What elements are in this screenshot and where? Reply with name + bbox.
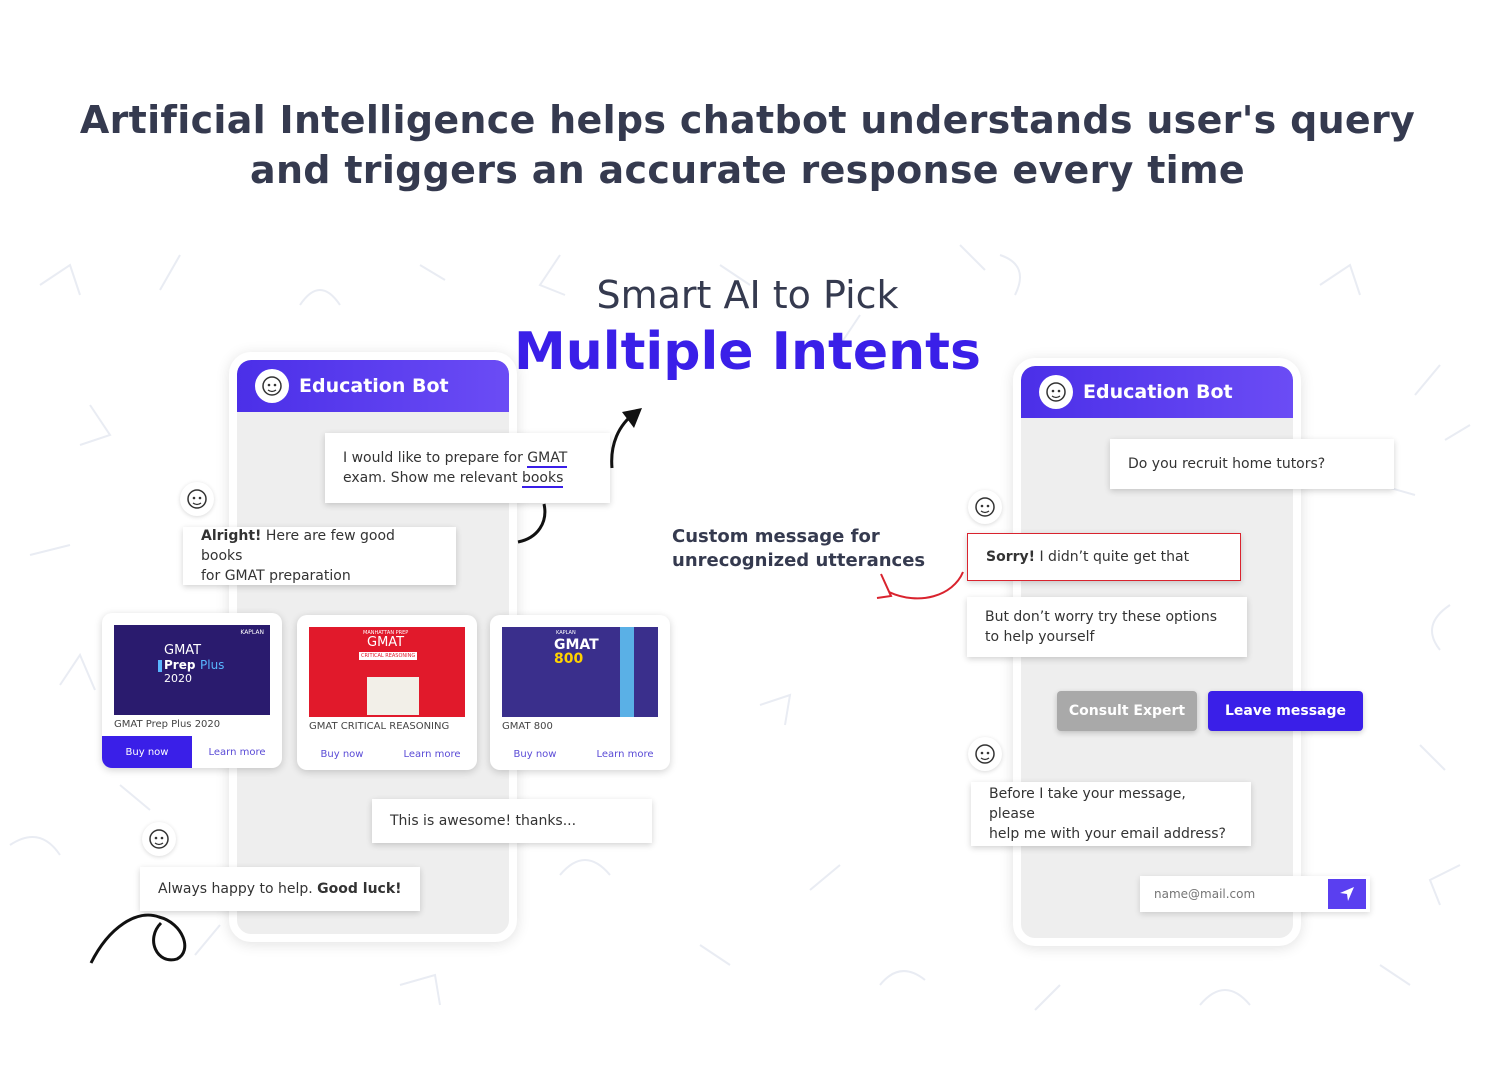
- arrow-icon: [610, 408, 642, 469]
- user-msg-part2: exam. Show me relevant: [343, 470, 522, 486]
- bot-options-line2: to help yourself: [985, 629, 1095, 645]
- cover-photo: [367, 677, 419, 715]
- bot-email-line2: help me with your email address?: [989, 826, 1226, 842]
- bot-message-options: But don’t worry try these options to hel…: [967, 597, 1247, 657]
- bot-error-message: Sorry! I didn’t quite get that: [967, 533, 1241, 581]
- send-button[interactable]: [1328, 879, 1366, 909]
- subheading-line2: Multiple Intents: [513, 322, 981, 382]
- keyword-gmat: GMAT: [527, 450, 568, 468]
- red-arrow-icon: [876, 571, 964, 600]
- user-message-tutors: Do you recruit home tutors?: [1110, 439, 1394, 489]
- cover-subtitle: CRITICAL REASONING: [359, 652, 418, 660]
- callout-text: Custom message for unrecognized utteranc…: [672, 525, 925, 573]
- cover-year: 2020: [164, 672, 192, 685]
- bot-avatar-icon: [142, 822, 176, 856]
- book-card-2-actions: Buy now Learn more: [297, 738, 477, 770]
- send-icon: [1340, 887, 1354, 901]
- left-chat-title: Education Bot: [299, 375, 449, 397]
- email-input-bar: [1140, 876, 1370, 912]
- book-card-2[interactable]: MANHATTAN PREP GMAT CRITICAL REASONING G…: [297, 615, 477, 770]
- user-msg-tutors-text: Do you recruit home tutors?: [1128, 456, 1326, 472]
- book-card-1[interactable]: KAPLAN GMAT Prep Plus 2020 GMAT Prep Plu…: [102, 613, 282, 768]
- user-message-thanks: This is awesome! thanks...: [372, 799, 652, 843]
- buy-now-button-3[interactable]: Buy now: [513, 748, 557, 760]
- book-card-3[interactable]: KAPLAN GMAT 800 GMAT 800 Buy now Learn m…: [490, 615, 670, 770]
- bot-options-line1: But don’t worry try these options: [985, 609, 1218, 625]
- cover-brand: MANHATTAN PREP: [363, 630, 409, 636]
- left-chat-header: Education Bot: [237, 360, 509, 412]
- bot-message-email: Before I take your message, please help …: [971, 782, 1251, 846]
- book-cover-2: MANHATTAN PREP GMAT CRITICAL REASONING: [309, 627, 465, 717]
- bot-msg-rest: Here are few good books: [201, 528, 395, 564]
- cover-accent: [158, 660, 162, 672]
- loop-decoration: [89, 913, 187, 964]
- book-cover-1: KAPLAN GMAT Prep Plus 2020: [114, 625, 270, 715]
- right-chat-header: Education Bot: [1021, 366, 1293, 418]
- headline-line2: and triggers an accurate response every …: [250, 148, 1245, 192]
- book-card-1-actions: Buy now Learn more: [102, 736, 282, 768]
- bot-err-bold: Sorry!: [986, 549, 1036, 565]
- consult-expert-button[interactable]: Consult Expert: [1057, 691, 1197, 731]
- cover-title: GMAT: [164, 643, 202, 658]
- buy-now-button-2[interactable]: Buy now: [320, 748, 364, 760]
- bot-msg2-rest: Always happy to help.: [158, 881, 318, 897]
- bot-avatar-icon: [968, 490, 1002, 524]
- book-title-2: GMAT CRITICAL REASONING: [309, 721, 450, 732]
- cover-brand: KAPLAN: [240, 629, 264, 636]
- bot-avatar-icon: [1039, 375, 1073, 409]
- bot-message-goodluck: Always happy to help. Good luck!: [140, 867, 420, 911]
- bot-err-rest: I didn’t quite get that: [1035, 549, 1190, 565]
- bot-message-books: Alright! Here are few good books for GMA…: [183, 527, 456, 585]
- cover-title: GMAT: [367, 635, 405, 650]
- book-title-1: GMAT Prep Plus 2020: [114, 719, 221, 730]
- book-card-3-actions: Buy now Learn more: [490, 738, 670, 770]
- bot-email-line1: Before I take your message, please: [989, 786, 1186, 822]
- bot-msg-bold: Alright!: [201, 528, 262, 544]
- leave-message-button[interactable]: Leave message: [1208, 691, 1363, 731]
- headline-line1: Artificial Intelligence helps chatbot un…: [79, 98, 1416, 142]
- book-cover-3: KAPLAN GMAT 800: [502, 627, 658, 717]
- callout-line1: Custom message for: [672, 526, 880, 547]
- bot-msg2-bold: Good luck!: [317, 881, 402, 897]
- buy-now-button-1[interactable]: Buy now: [102, 736, 192, 768]
- arrow-curve-decoration: [517, 503, 547, 544]
- right-chat-title: Education Bot: [1083, 381, 1233, 403]
- callout-line2: unrecognized utterances: [672, 550, 926, 571]
- cover-subtitle: Prep: [164, 658, 196, 672]
- cover-subtitle-accent: Plus: [200, 658, 225, 672]
- subheading-line1: Smart AI to Pick: [596, 273, 899, 317]
- learn-more-link-1[interactable]: Learn more: [208, 746, 266, 758]
- user-message-gmat: I would like to prepare for GMAT exam. S…: [325, 433, 610, 503]
- cover-brand: KAPLAN: [556, 630, 576, 636]
- user-msg2-text: This is awesome! thanks...: [390, 813, 577, 829]
- email-input[interactable]: [1140, 876, 1328, 912]
- cover-number: 800: [554, 651, 584, 667]
- bot-msg-line2: for GMAT preparation: [201, 568, 351, 584]
- book-title-3: GMAT 800: [502, 721, 553, 732]
- bot-avatar-icon: [180, 482, 214, 516]
- learn-more-link-3[interactable]: Learn more: [596, 748, 654, 760]
- main-headline: Artificial Intelligence helps chatbot un…: [0, 95, 1495, 195]
- cover-stripe: [620, 627, 634, 717]
- bot-avatar-icon: [968, 737, 1002, 771]
- user-msg-part1: I would like to prepare for: [343, 450, 528, 466]
- cover-title: GMAT: [554, 637, 599, 653]
- learn-more-link-2[interactable]: Learn more: [403, 748, 461, 760]
- keyword-books: books: [521, 470, 564, 488]
- bot-avatar-icon: [255, 369, 289, 403]
